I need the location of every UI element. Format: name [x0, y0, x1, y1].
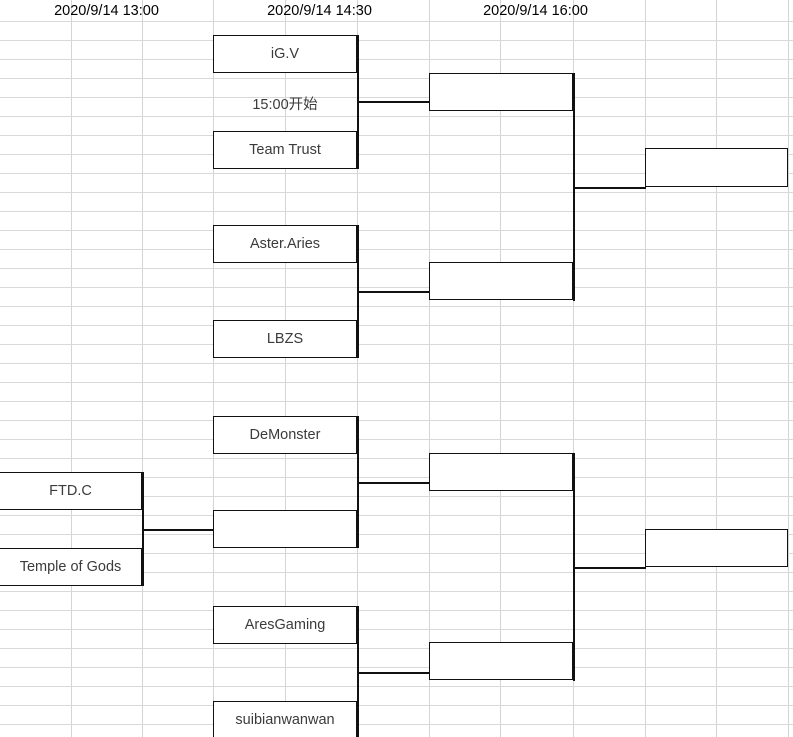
prelim-winner-slot[interactable] [213, 510, 357, 548]
seed-temple-of-gods[interactable]: Temple of Gods [0, 548, 142, 586]
grid-row-line-18 [0, 363, 793, 364]
grid-row-line-1 [0, 40, 793, 41]
conn-demonster-prelim-to-r2 [357, 482, 429, 484]
conn-vert-ares-suibian [357, 606, 359, 737]
conn-aster-lbzs-to-r2 [357, 291, 429, 293]
grid-row-line-5 [0, 116, 793, 117]
grid-row-line-4 [0, 97, 793, 98]
grid-column-line-11 [788, 0, 789, 737]
grid-row-line-3 [0, 78, 793, 79]
grid-row-line-16 [0, 325, 793, 326]
grid-row-line-9 [0, 192, 793, 193]
grid-row-line-31 [0, 610, 793, 611]
seed-ftd-c-label: FTD.C [49, 483, 92, 499]
grid-row-line-10 [0, 211, 793, 212]
grid-row-line-33 [0, 648, 793, 649]
seed-ftd-c[interactable]: FTD.C [0, 472, 142, 510]
match-start-time-note: 15:00开始 [252, 96, 318, 113]
grid-row-line-17 [0, 344, 793, 345]
seed-igv[interactable]: iG.V [213, 35, 357, 73]
round2-slot-4[interactable] [429, 642, 573, 680]
date-header-1: 2020/9/14 13:00 [54, 3, 159, 19]
grid-row-line-30 [0, 591, 793, 592]
round2-slot-3[interactable] [429, 453, 573, 491]
round2-slot-2[interactable] [429, 262, 573, 300]
grid-row-line-20 [0, 401, 793, 402]
semifinal-slot-bottom[interactable] [645, 529, 788, 567]
seed-lbzs[interactable]: LBZS [213, 320, 357, 358]
grid-row-line-21 [0, 420, 793, 421]
grid-row-line-6 [0, 135, 793, 136]
grid-row-line-35 [0, 686, 793, 687]
grid-row-line-32 [0, 629, 793, 630]
seed-demonster-label: DeMonster [249, 427, 321, 443]
date-header-2: 2020/9/14 14:30 [267, 3, 372, 19]
grid-row-line-19 [0, 382, 793, 383]
grid-row-line-23 [0, 458, 793, 459]
seed-lbzs-label: LBZS [266, 331, 304, 347]
grid-column-line-9 [645, 0, 646, 737]
grid-row-line-13 [0, 268, 793, 269]
grid-row-line-15 [0, 306, 793, 307]
seed-suibianwanwan[interactable]: suibianwanwan [213, 701, 357, 737]
grid-row-line-2 [0, 59, 793, 60]
conn-r2-upper-to-semifinal [573, 187, 646, 189]
grid-row-line-22 [0, 439, 793, 440]
grid-row-line-34 [0, 667, 793, 668]
seed-suibianwanwan-label: suibianwanwan [235, 712, 335, 728]
seed-aresgaming[interactable]: AresGaming [213, 606, 357, 644]
conn-ftd-temple-to-prelim [142, 529, 214, 531]
seed-aster-aries-label: Aster.Aries [249, 236, 321, 252]
seed-team-trust[interactable]: Team Trust [213, 131, 357, 169]
grid-row-line-14 [0, 287, 793, 288]
seed-aster-aries[interactable]: Aster.Aries [213, 225, 357, 263]
grid-row-line-26 [0, 515, 793, 516]
round2-slot-1[interactable] [429, 73, 573, 111]
grid-column-line-2 [142, 0, 143, 737]
semifinal-slot-top[interactable] [645, 148, 788, 187]
grid-column-line-10 [716, 0, 717, 737]
seed-igv-label: iG.V [270, 46, 300, 62]
seed-team-trust-label: Team Trust [249, 142, 321, 158]
grid-column-line-1 [71, 0, 72, 737]
date-header-3: 2020/9/14 16:00 [483, 3, 588, 19]
grid-row-line-11 [0, 230, 793, 231]
grid-row-line-12 [0, 249, 793, 250]
seed-aresgaming-label: AresGaming [244, 617, 326, 633]
conn-ares-suibian-to-r2 [357, 672, 429, 674]
seed-demonster[interactable]: DeMonster [213, 416, 357, 454]
grid-row-line-37 [0, 724, 793, 725]
conn-igv-trust-to-r2 [357, 101, 429, 103]
grid-row-line-36 [0, 705, 793, 706]
seed-temple-of-gods-label: Temple of Gods [19, 559, 122, 575]
conn-r2-lower-to-semifinal [573, 567, 646, 569]
grid-row-line-0 [0, 21, 793, 22]
